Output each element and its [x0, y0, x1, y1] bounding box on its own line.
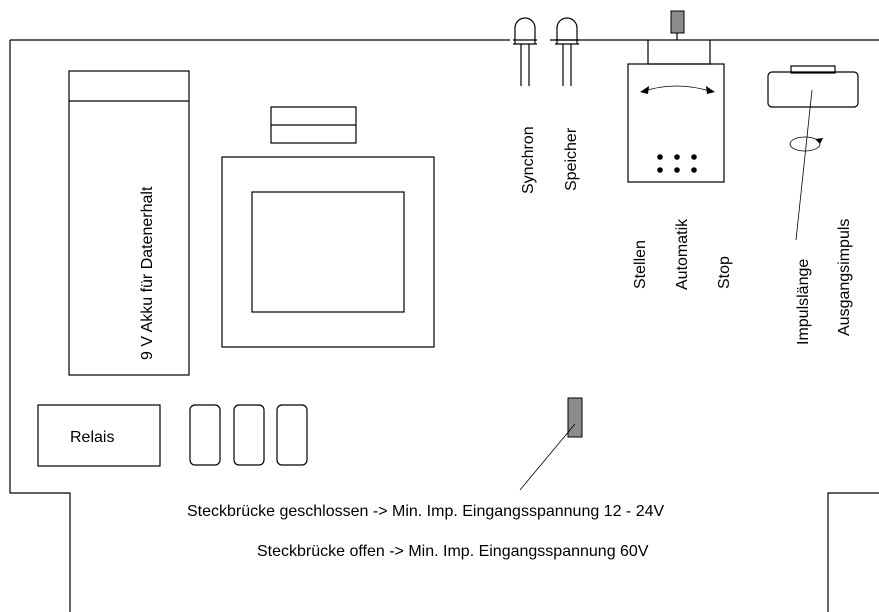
battery-label: 9 V Akku für Datenerhalt	[139, 186, 156, 360]
pot-ausgangsimpuls-label: Ausgangsimpuls	[836, 219, 853, 336]
arrow-left-icon	[640, 86, 649, 94]
switch-dot	[674, 154, 680, 160]
switch-stop-label: Stop	[716, 256, 733, 289]
capacitor-3	[276, 404, 308, 466]
relais-label: Relais	[70, 429, 114, 446]
capacitor-2	[233, 404, 265, 466]
led-synchron-label: Synchron	[520, 126, 537, 194]
switch-dot	[691, 154, 697, 160]
switch-dot	[657, 167, 663, 173]
pot-impulslaenge-label: Impulslänge	[795, 259, 812, 345]
switch-dot	[674, 167, 680, 173]
capacitor-1	[189, 404, 221, 466]
jumper-closed-note: Steckbrücke geschlossen -> Min. Imp. Ein…	[187, 503, 664, 520]
led-synchron	[513, 17, 537, 86]
battery-9v: 9 V Akku für Datenerhalt	[68, 70, 190, 376]
led-speicher	[555, 17, 579, 86]
relais: Relais	[37, 404, 161, 467]
jumper-open-note: Steckbrücke offen -> Min. Imp. Eingangss…	[257, 543, 649, 560]
potentiometer	[767, 65, 859, 241]
mode-switch	[627, 10, 725, 183]
switch-stellen-label: Stellen	[632, 240, 649, 289]
switch-dot	[691, 167, 697, 173]
led-speicher-label: Speicher	[563, 127, 580, 191]
board-outline	[9, 39, 879, 612]
switch-dot	[657, 154, 663, 160]
jumper	[519, 397, 583, 491]
switch-automatik-label: Automatik	[674, 218, 691, 290]
transformer	[221, 156, 435, 348]
arrow-right-icon	[706, 86, 715, 94]
fuse-holder	[270, 106, 357, 144]
rotate-arrow-icon	[815, 138, 823, 144]
